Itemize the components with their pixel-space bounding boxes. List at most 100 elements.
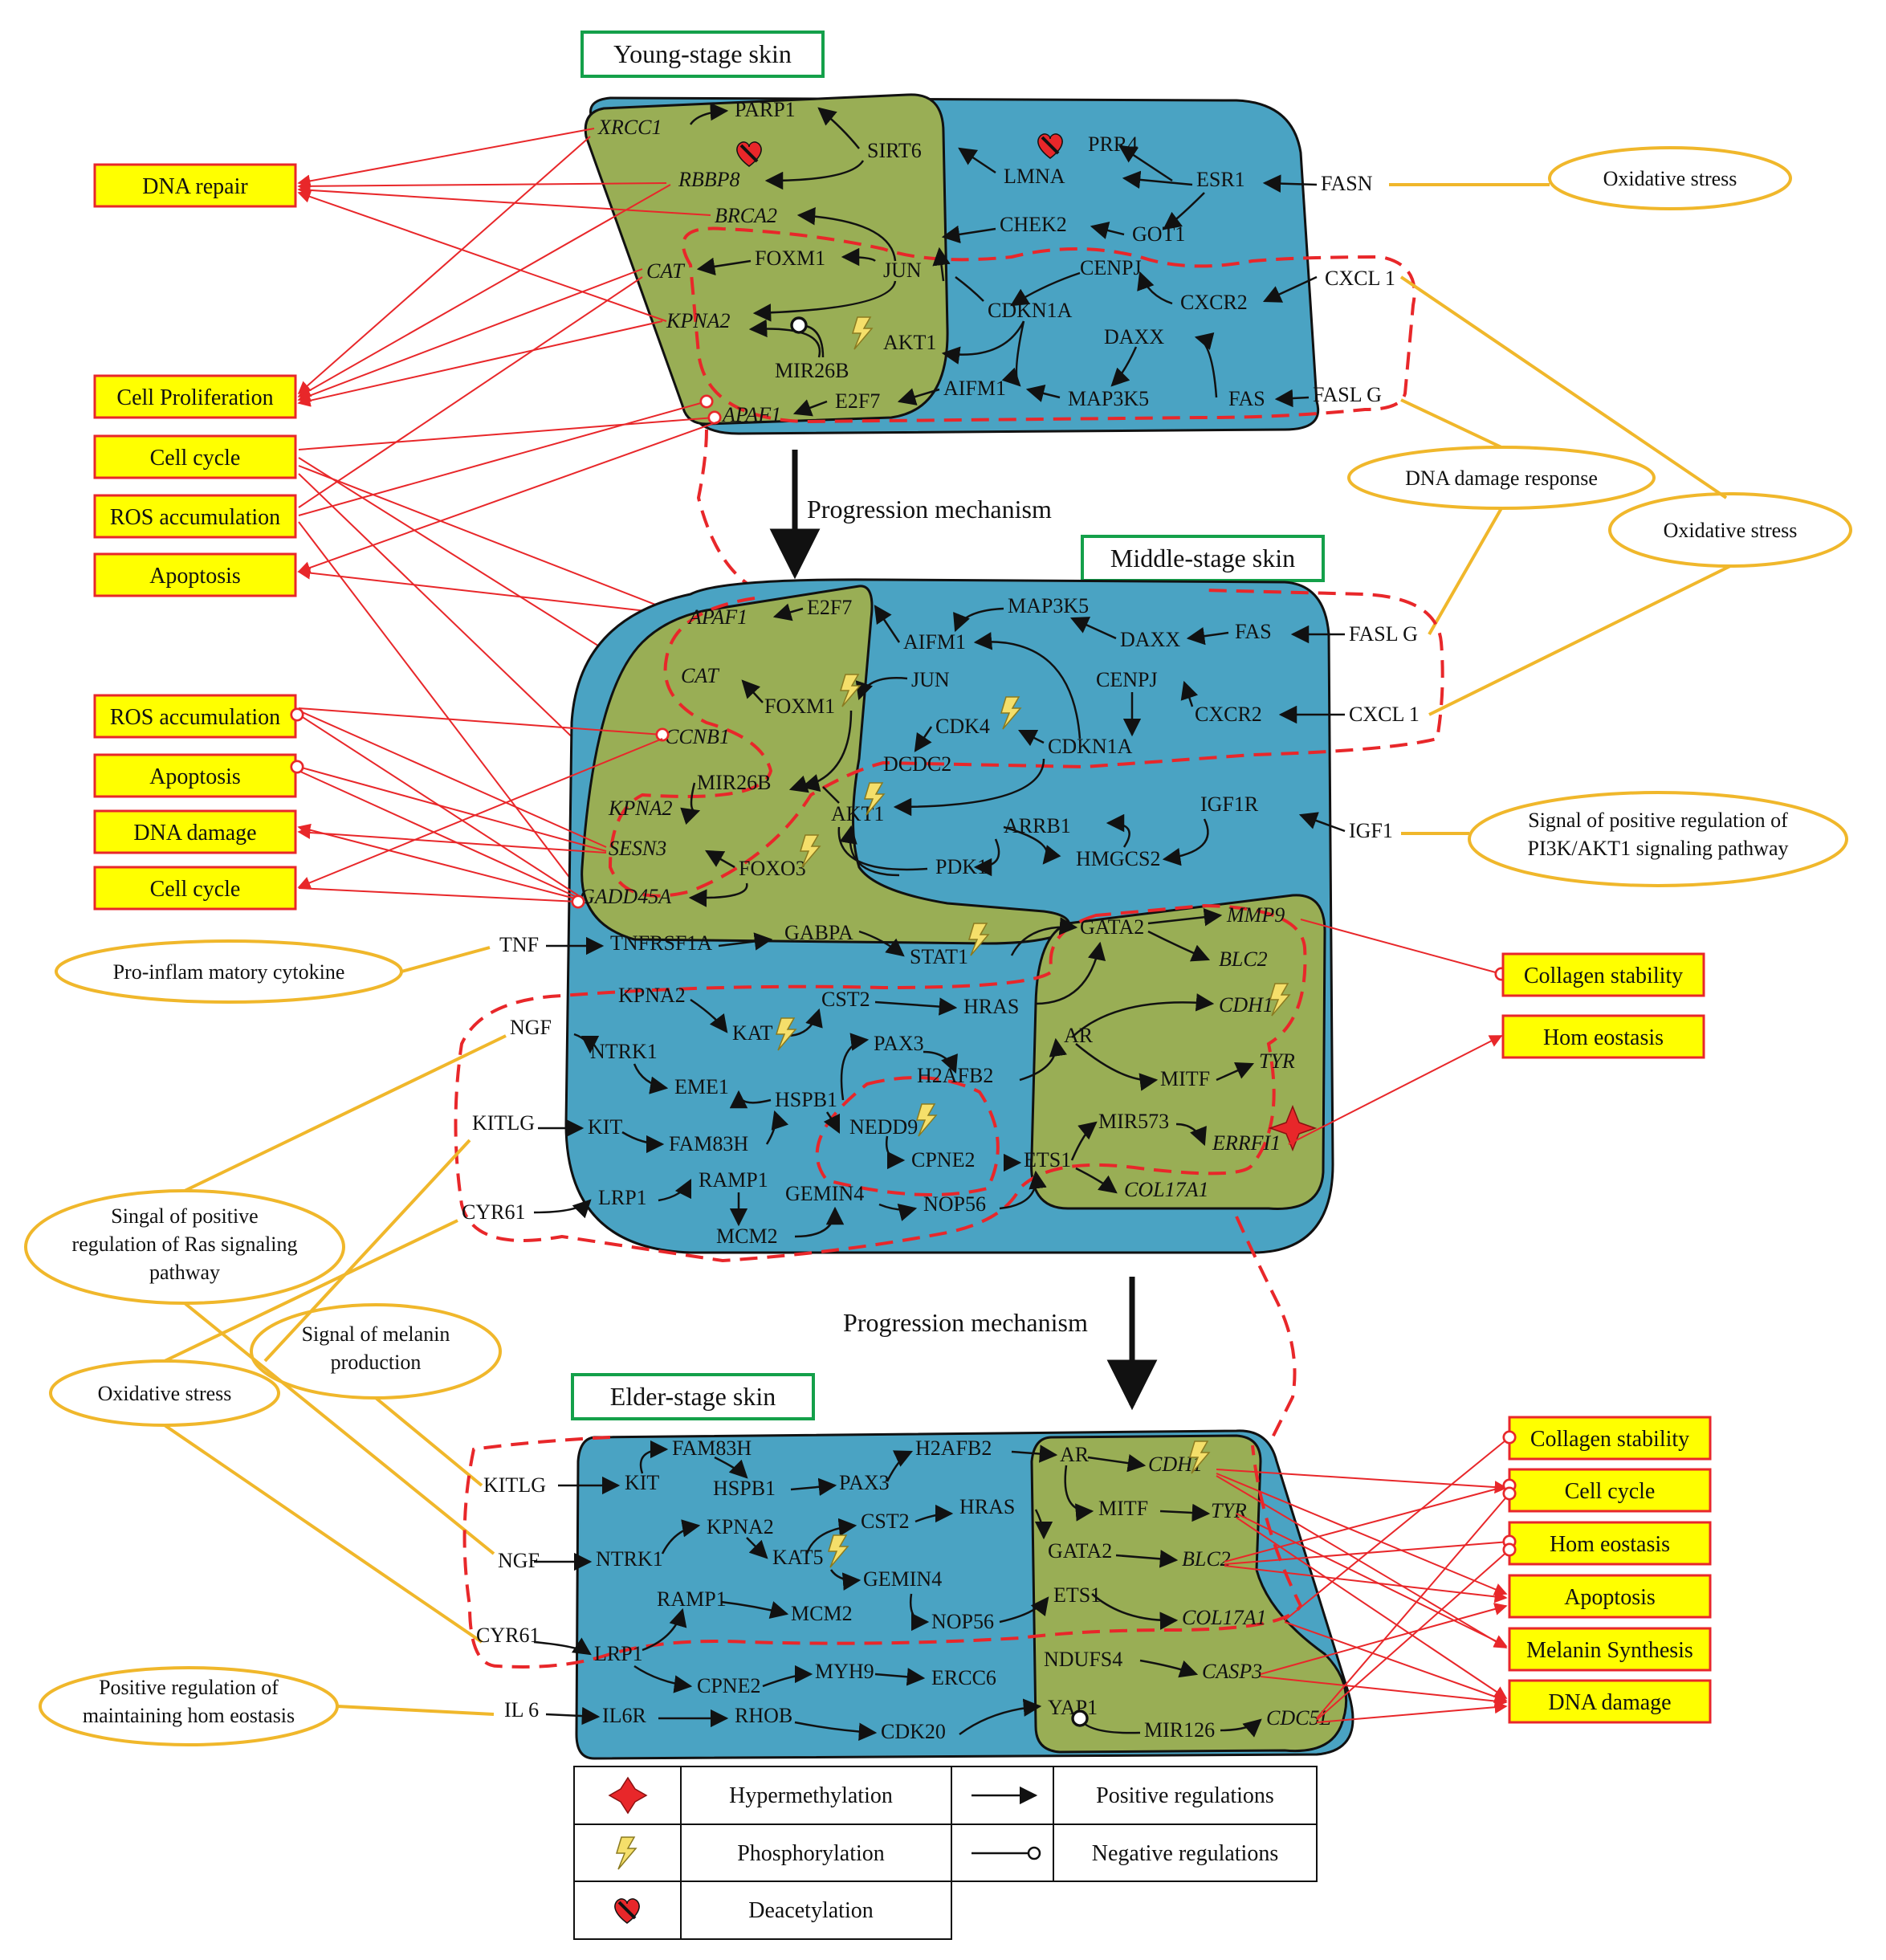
node-nop56: NOP56: [923, 1192, 986, 1216]
node-yap1: YAP1: [1048, 1696, 1098, 1719]
signal-ellipse: [1548, 146, 1792, 210]
node-col17a1: COL17A1: [1182, 1606, 1266, 1629]
node-il6: IL 6: [504, 1698, 539, 1722]
outcome-label: Hom eostasis: [1550, 1532, 1670, 1557]
outcome-box: [1508, 1416, 1712, 1461]
node-lrp1: LRP1: [598, 1186, 647, 1209]
node-aifm1: AIFM1: [903, 630, 966, 654]
node-gata2: GATA2: [1080, 915, 1144, 939]
left-outcome-boxes: DNA repair Cell Proliferation Cell cycle…: [93, 163, 297, 911]
middle-signals: Signal of positive regulation of PI3K/AK…: [24, 791, 1848, 1644]
node-kpna2: KPNA2: [608, 797, 672, 820]
signal-label: Oxidative stress: [98, 1382, 232, 1405]
signal-label: Pro-inflam matory cytokine: [113, 960, 345, 984]
outcome-box: [93, 866, 297, 911]
node-blc2: BLC2: [1219, 947, 1268, 971]
outcome-label: Cell cycle: [1565, 1479, 1656, 1504]
node-sesn3: SESN3: [609, 837, 666, 860]
node-foxm1: FOXM1: [764, 695, 835, 718]
right-outcome-middle: Collagen stability Hom eostasis: [1501, 952, 1705, 1059]
red-links-elder: [1216, 1430, 1517, 1723]
node-ramp1: RAMP1: [657, 1587, 727, 1611]
negative-circle-icon: [1027, 1846, 1041, 1860]
elder-stage-panel: [462, 1429, 1354, 1760]
node-fam83h: FAM83H: [672, 1436, 752, 1460]
node-parp1: PARP1: [735, 98, 796, 121]
node-h2afb2: H2AFB2: [917, 1064, 993, 1087]
middle-title: Middle-stage skin: [1110, 544, 1295, 573]
node-daxx: DAXX: [1120, 628, 1180, 651]
outcome-box: [1508, 1627, 1712, 1672]
node-cst2: CST2: [821, 988, 870, 1011]
dashed-connector-top: [696, 429, 752, 588]
node-daxx: DAXX: [1104, 325, 1164, 348]
node-apaf1: APAF1: [721, 403, 781, 426]
progression-label-1: Progression mechanism: [807, 495, 1052, 524]
middle-dashed-inner: [815, 1076, 1000, 1196]
outcome-box: [1508, 1468, 1712, 1513]
outcome-box: [1508, 1679, 1712, 1724]
right-outcome-elder: Collagen stability Cell cycle Hom eostas…: [1508, 1416, 1712, 1724]
elder-edges: [533, 1440, 1262, 1742]
node-mitf: MITF: [1160, 1067, 1210, 1090]
node-il6r: IL6R: [602, 1704, 647, 1727]
node-nop56: NOP56: [931, 1610, 994, 1633]
dashed-connector-bottom: [1235, 1216, 1297, 1446]
legend-hypermethylation: Hypermethylation: [729, 1783, 893, 1808]
signal-label: production: [331, 1351, 422, 1374]
outcome-label: DNA damage: [133, 821, 256, 846]
node-chek2: CHEK2: [1000, 213, 1067, 236]
outcome-box: [93, 552, 297, 597]
signal-ellipse: [1468, 791, 1848, 887]
node-lmna: LMNA: [1004, 165, 1065, 188]
outcome-box: [93, 374, 297, 419]
node-tnf: TNF: [499, 933, 539, 956]
node-nedd9: NEDD9: [849, 1115, 918, 1139]
young-title: Young-stage skin: [613, 39, 792, 68]
node-mir573: MIR573: [1098, 1110, 1169, 1133]
node-cdh1: CDH1: [1219, 993, 1273, 1017]
node-gabpa: GABPA: [784, 921, 853, 944]
node-kat5: KAT: [732, 1021, 773, 1045]
young-title-box: [580, 31, 825, 78]
outcome-label: Hom eostasis: [1543, 1025, 1664, 1050]
node-stat1: STAT1: [910, 945, 968, 968]
young-dashed-boundary: [682, 226, 1416, 424]
node-mitf: MITF: [1098, 1497, 1148, 1520]
node-xrcc1: XRCC1: [597, 116, 662, 139]
node-esr1: ESR1: [1196, 168, 1245, 191]
node-col17a1: COL17A1: [1124, 1178, 1208, 1201]
node-fam83h: FAM83H: [669, 1132, 748, 1155]
node-mir126: MIR126: [1144, 1718, 1215, 1742]
outcome-box: [1501, 1014, 1705, 1059]
node-ercc6: ERCC6: [931, 1666, 996, 1689]
node-tyr: TYR: [1259, 1049, 1295, 1073]
middle-nodes: APAF1 E2F7 MAP3K5 AIFM1 DAXX FAS FASL G …: [462, 594, 1420, 1248]
node-foxo3: FOXO3: [739, 857, 806, 880]
node-kpna2: KPNA2: [707, 1515, 774, 1538]
node-akt1: AKT1: [883, 331, 936, 354]
node-cxcl1: CXCL 1: [1349, 703, 1420, 726]
node-mcm2: MCM2: [716, 1224, 778, 1248]
node-faslg: FASL G: [1313, 383, 1382, 406]
node-gata2: GATA2: [1048, 1539, 1112, 1563]
outcome-label: Apoptosis: [149, 564, 241, 589]
node-cpne2: CPNE2: [911, 1148, 975, 1172]
node-dcdc2: DCDC2: [883, 752, 951, 776]
node-map3k5: MAP3K5: [1008, 594, 1089, 617]
top-right-signals: Oxidative stress DNA damage response Oxi…: [1347, 146, 1852, 716]
outcome-box: [1508, 1521, 1712, 1566]
node-rhob: RHOB: [735, 1704, 792, 1727]
node-igf1r: IGF1R: [1200, 793, 1259, 816]
progression-label-2: Progression mechanism: [843, 1308, 1088, 1337]
node-cdc5l: CDC5L: [1266, 1706, 1331, 1730]
legend-positive: Positive regulations: [1096, 1783, 1274, 1808]
node-hspb1: HSPB1: [775, 1088, 837, 1111]
young-nodes: XRCC1 PARP1 RBBP8 SIRT6 BRCA2 CAT FOXM1 …: [597, 98, 1395, 426]
node-cyr61: CYR61: [462, 1200, 525, 1224]
outcome-box: [93, 753, 297, 798]
middle-edges: [533, 603, 1346, 1238]
node-kpna2-lower: KPNA2: [618, 984, 686, 1007]
node-gadd45a: GADD45A: [580, 885, 671, 908]
